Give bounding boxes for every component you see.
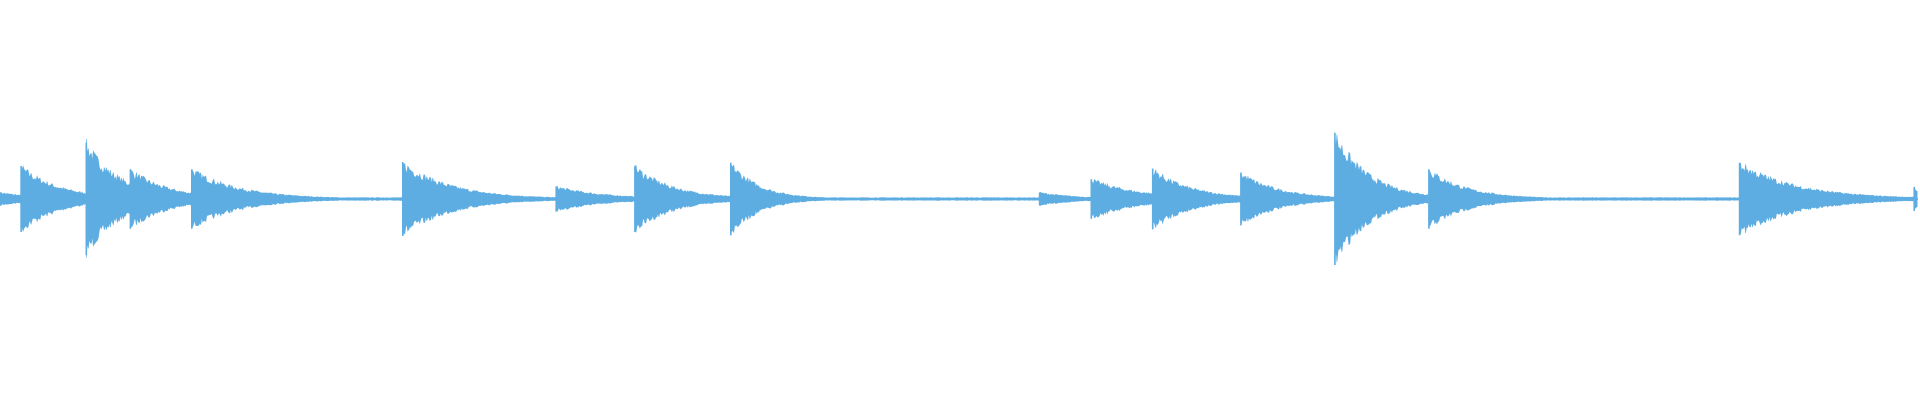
waveform-transient-0: [0, 191, 22, 207]
waveform-transient-6: [555, 185, 635, 213]
waveform-transient-12: [1240, 172, 1335, 226]
waveform-transient-2: [86, 139, 131, 258]
waveform-transient-5: [402, 162, 557, 235]
waveform-transient-13: [1334, 132, 1429, 265]
waveform-transient-11: [1152, 169, 1241, 228]
waveform-transient-4: [191, 170, 403, 228]
waveform-transient-1: [20, 165, 87, 232]
waveform-transient-3: [130, 168, 192, 229]
waveform-transient-7: [634, 164, 731, 233]
waveform-transient-10: [1091, 179, 1153, 219]
waveform-transient-14: [1428, 170, 1740, 227]
waveform-transient-9: [1039, 191, 1091, 206]
waveform-transient-8: [730, 163, 1040, 234]
waveform-transient-15: [1739, 162, 1914, 235]
